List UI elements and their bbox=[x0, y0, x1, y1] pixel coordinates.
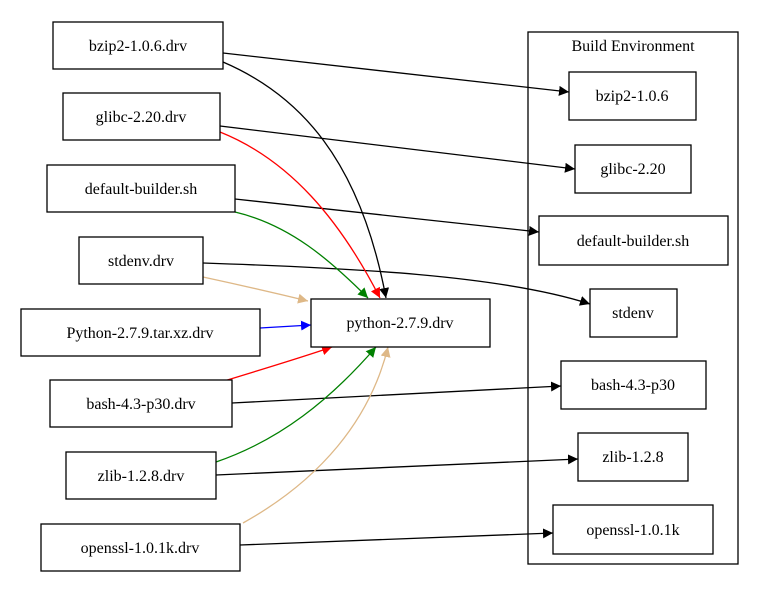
edge-openssl-to-python bbox=[242, 346, 391, 524]
edge-zlib-to-python bbox=[215, 346, 377, 463]
node-python-drv-label: python-2.7.9.drv bbox=[346, 315, 453, 332]
edge-bash-to-output bbox=[231, 381, 562, 404]
edge-bzip2-to-python bbox=[222, 61, 390, 299]
edge-bzip2-to-python-path bbox=[222, 61, 390, 299]
edge-zlib-to-output bbox=[215, 454, 579, 476]
edge-glibc-to-python-path bbox=[219, 131, 381, 299]
node-glibc-drv[interactable]: glibc-2.20.drv bbox=[62, 92, 221, 141]
edge-default-builder-to-output bbox=[234, 198, 540, 236]
node-bzip2-drv[interactable]: bzip2-1.0.6.drv bbox=[52, 21, 224, 70]
edge-stdenv-to-output bbox=[202, 262, 591, 306]
node-zlib-out-label: zlib-1.2.8 bbox=[602, 449, 663, 466]
node-bash-out[interactable]: bash-4.3-p30 bbox=[560, 360, 707, 410]
edge-bash-to-python-path bbox=[223, 345, 333, 382]
node-default-builder-label: default-builder.sh bbox=[85, 181, 197, 198]
node-glibc-out-label: glibc-2.20 bbox=[600, 161, 665, 178]
node-python-drv[interactable]: python-2.7.9.drv bbox=[310, 298, 491, 348]
node-zlib-out[interactable]: zlib-1.2.8 bbox=[577, 432, 689, 482]
node-openssl-drv[interactable]: openssl-1.0.1k.drv bbox=[40, 523, 241, 572]
node-stdenv-out-label: stdenv bbox=[612, 305, 654, 322]
node-bzip2-out-label: bzip2-1.0.6 bbox=[596, 88, 669, 105]
node-stdenv-out[interactable]: stdenv bbox=[589, 288, 678, 338]
node-zlib-drv-label: zlib-1.2.8.drv bbox=[98, 468, 185, 485]
build-environment-cluster: Build Environment bbox=[527, 31, 739, 565]
edge-bash-to-python bbox=[223, 345, 333, 382]
edge-default-builder-to-python-path bbox=[234, 211, 369, 299]
edge-glibc-to-python bbox=[219, 131, 381, 299]
edge-python-src-to-python-path bbox=[259, 320, 312, 331]
node-bash-out-label: bash-4.3-p30 bbox=[591, 377, 675, 394]
node-glibc-out[interactable]: glibc-2.20 bbox=[574, 144, 692, 194]
node-openssl-out-label: openssl-1.0.1k bbox=[586, 522, 679, 539]
node-default-builder-out[interactable]: default-builder.sh bbox=[538, 215, 729, 266]
edge-glibc-to-output-path bbox=[219, 125, 576, 173]
node-stdenv-drv[interactable]: stdenv.drv bbox=[78, 236, 204, 285]
node-default-builder[interactable]: default-builder.sh bbox=[46, 164, 236, 213]
edge-glibc-to-output bbox=[219, 125, 576, 173]
edge-python-src-to-python bbox=[259, 320, 312, 331]
edge-bzip2-to-output-path bbox=[222, 52, 570, 96]
edge-bzip2-to-output bbox=[222, 52, 570, 96]
node-bash-drv[interactable]: bash-4.3-p30.drv bbox=[49, 379, 233, 428]
node-zlib-drv[interactable]: zlib-1.2.8.drv bbox=[65, 451, 217, 500]
edge-default-builder-to-output-path bbox=[234, 198, 540, 236]
build-environment-label: Build Environment bbox=[571, 38, 695, 55]
node-bzip2-out[interactable]: bzip2-1.0.6 bbox=[568, 71, 697, 121]
node-glibc-drv-label: glibc-2.20.drv bbox=[96, 109, 187, 126]
edge-zlib-to-output-path bbox=[215, 454, 579, 476]
edge-default-builder-to-python bbox=[234, 211, 369, 299]
node-python-src[interactable]: Python-2.7.9.tar.xz.drv bbox=[20, 308, 261, 357]
edge-bash-to-output-path bbox=[231, 381, 562, 404]
node-bash-drv-label: bash-4.3-p30.drv bbox=[86, 396, 195, 413]
edge-openssl-to-python-path bbox=[242, 346, 391, 524]
edge-openssl-to-output-path bbox=[239, 528, 554, 546]
edge-stdenv-to-python bbox=[202, 276, 309, 304]
edge-openssl-to-output bbox=[239, 528, 554, 546]
node-openssl-drv-label: openssl-1.0.1k.drv bbox=[81, 540, 200, 557]
node-openssl-out[interactable]: openssl-1.0.1k bbox=[552, 504, 714, 555]
node-python-src-label: Python-2.7.9.tar.xz.drv bbox=[66, 325, 213, 342]
node-bzip2-drv-label: bzip2-1.0.6.drv bbox=[89, 38, 187, 55]
edge-zlib-to-python-path bbox=[215, 346, 377, 463]
node-default-builder-out-label: default-builder.sh bbox=[577, 233, 689, 250]
edge-stdenv-to-output-path bbox=[202, 262, 591, 306]
edge-stdenv-to-python-path bbox=[202, 276, 309, 304]
node-stdenv-drv-label: stdenv.drv bbox=[108, 253, 174, 270]
